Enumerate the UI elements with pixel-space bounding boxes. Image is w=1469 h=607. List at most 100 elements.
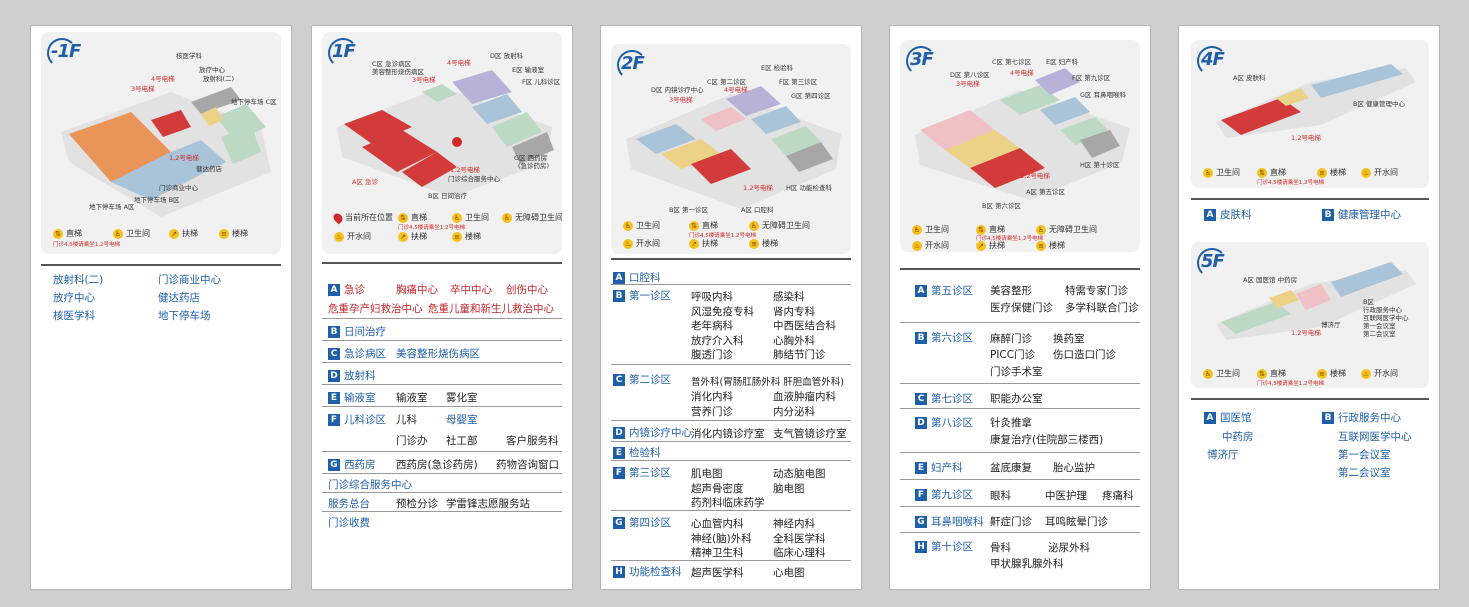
map-label: A区 国医馆 中药房 <box>1243 276 1298 284</box>
floorplan-2f <box>626 86 841 209</box>
row-divider <box>322 362 562 363</box>
map-label: 博济厅 <box>1321 321 1341 329</box>
map-label: 3号电梯 <box>956 80 980 88</box>
map-label: A区 口腔科 <box>741 206 774 214</box>
dept-item: 呼吸内科 <box>691 291 733 303</box>
dept-item: 疼痛科 <box>1102 490 1134 502</box>
divider <box>611 258 851 260</box>
map-label: F区 第三诊区 <box>779 78 818 86</box>
dept-item: 感染科 <box>773 291 805 303</box>
map-label: 4号电梯 <box>151 75 175 83</box>
elevator-icon: ⇅ <box>689 220 699 231</box>
map-label: H区 功能检查科 <box>786 184 832 192</box>
dept-item: 动态脑电图 <box>773 468 826 480</box>
dept-item: 美容整形 <box>990 285 1032 297</box>
map-label: E区 输液室 <box>512 66 545 74</box>
map-label: 门诊综合服务中心 <box>448 175 500 183</box>
legend-stairs: ≡楼梯 <box>219 228 248 239</box>
legend-elevator: ⇅直梯 <box>976 224 1005 235</box>
dept-item: 临床心理科 <box>773 547 826 559</box>
panel-1f: 1F C区 急诊病区 美容整形烧伤病区 4号电梯 D区 放射科 E区 输液室 F… <box>311 25 573 590</box>
map-label: 第二会议室 <box>1363 330 1396 338</box>
dept-item: 母婴室 <box>446 414 478 426</box>
legend-note: 门诊4,5楼请乘坐1,2号电梯 <box>689 233 756 239</box>
dept-item: 盆底康复 <box>990 462 1032 474</box>
escalator-icon: ↗ <box>976 240 986 251</box>
legend-location: 当前所在位置 <box>331 211 393 224</box>
floor-badge <box>328 38 358 68</box>
row-divider <box>900 532 1140 533</box>
map-label: B区 日间治疗 <box>428 192 468 200</box>
dept-item: 血液肿瘤内科 <box>773 391 836 403</box>
legend-note: 门诊4,5楼请乘坐1,2号电梯 <box>398 225 465 231</box>
water-icon: ♨ <box>1361 368 1371 379</box>
dept-item: 神经(脑)外科 <box>691 533 752 545</box>
legend-stairs: ≡楼梯 <box>1317 368 1346 379</box>
accessible-restroom-icon: ♿ <box>502 212 512 223</box>
dept-item: 门诊商业中心 <box>158 274 221 286</box>
dept-item: 鼾症门诊 <box>990 516 1032 528</box>
map-label: 4号电梯 <box>447 59 471 67</box>
map-2f: 2F D区 内镜诊疗中心 C区 第二诊区 E区 检验科 4号电梯 F区 第三诊区… <box>611 44 851 254</box>
map-label: 放疗中心 <box>199 66 225 74</box>
legend-escalator: ↗扶梯 <box>169 228 198 239</box>
map-label: E区 检验科 <box>761 64 794 72</box>
dept-item: 地下停车场 <box>158 310 211 322</box>
dept-item: 肾内专科 <box>773 306 815 318</box>
dept-item: 眼科 <box>990 490 1011 502</box>
elevator-icon: ⇅ <box>1257 167 1267 178</box>
stairs-icon: ≡ <box>219 228 229 239</box>
dept-item: 胎心监护 <box>1053 462 1095 474</box>
row-divider <box>322 318 562 319</box>
map-label: G区 西药房 <box>514 154 548 162</box>
dept-item: 心血管内科 <box>691 518 744 530</box>
map-label: 门诊商业中心 <box>159 184 198 192</box>
dept-item: 门诊手术室 <box>990 366 1043 378</box>
stairs-icon: ≡ <box>452 231 462 242</box>
map-label: B区 <box>1363 298 1374 306</box>
dept-item: 消化内科 <box>691 391 733 403</box>
floorplan-5f <box>1216 262 1416 340</box>
map-label: 放射科(二) <box>203 75 235 83</box>
dept-item: 心电图 <box>773 567 805 579</box>
dept-item: 危重孕产妇救治中心 <box>328 303 423 315</box>
dept-item: 胸痛中心 <box>396 284 438 296</box>
dept-item: 营养门诊 <box>691 406 733 418</box>
legend-accessible: ♿无障碍卫生间 <box>502 212 562 223</box>
panel-b1: -1F 核医学科 放疗中心 放射科(二) 地下停车场 C区 3号电梯 4号电梯 … <box>30 25 292 590</box>
water-icon: ♨ <box>334 231 344 242</box>
dept-item: 骨科 <box>990 542 1011 554</box>
map-label: 地下停车场 C区 <box>231 98 277 106</box>
map-label: 互联网医学中心 <box>1363 314 1409 322</box>
dept-item: 医疗保健门诊 <box>990 302 1053 314</box>
dept-item: 消化内镜诊疗室 <box>691 428 765 440</box>
floor-label: 2F <box>621 53 645 74</box>
row-divider <box>900 322 1140 323</box>
divider <box>41 264 281 266</box>
row-divider <box>611 510 851 511</box>
floor-badge <box>1197 248 1227 278</box>
dept-item: 第一会议室 <box>1338 449 1391 461</box>
map-label: 1,2号电梯 <box>743 184 773 192</box>
map-label: C区 第七诊区 <box>992 58 1032 66</box>
elevator-icon: ⇅ <box>976 224 986 235</box>
floorplan-b1 <box>61 87 271 217</box>
dept-item: 社工部 <box>446 435 478 447</box>
map-label: 行政服务中心 <box>1363 306 1402 314</box>
map-label: 3号电梯 <box>669 96 693 104</box>
dept-item: PICC门诊 <box>990 349 1036 361</box>
water-icon: ♨ <box>623 238 633 249</box>
dept-item: 中西医结合科 <box>773 320 836 332</box>
legend-note: 门诊4,5楼请乘坐1,2号电梯 <box>53 242 120 248</box>
restroom-icon: ♿ <box>623 220 633 231</box>
map-label: 1,2号电梯 <box>1020 172 1050 180</box>
dept-item: 针灸推拿 <box>990 417 1032 429</box>
escalator-icon: ↗ <box>169 228 179 239</box>
legend-escalator: ↗扶梯 <box>976 240 1005 251</box>
